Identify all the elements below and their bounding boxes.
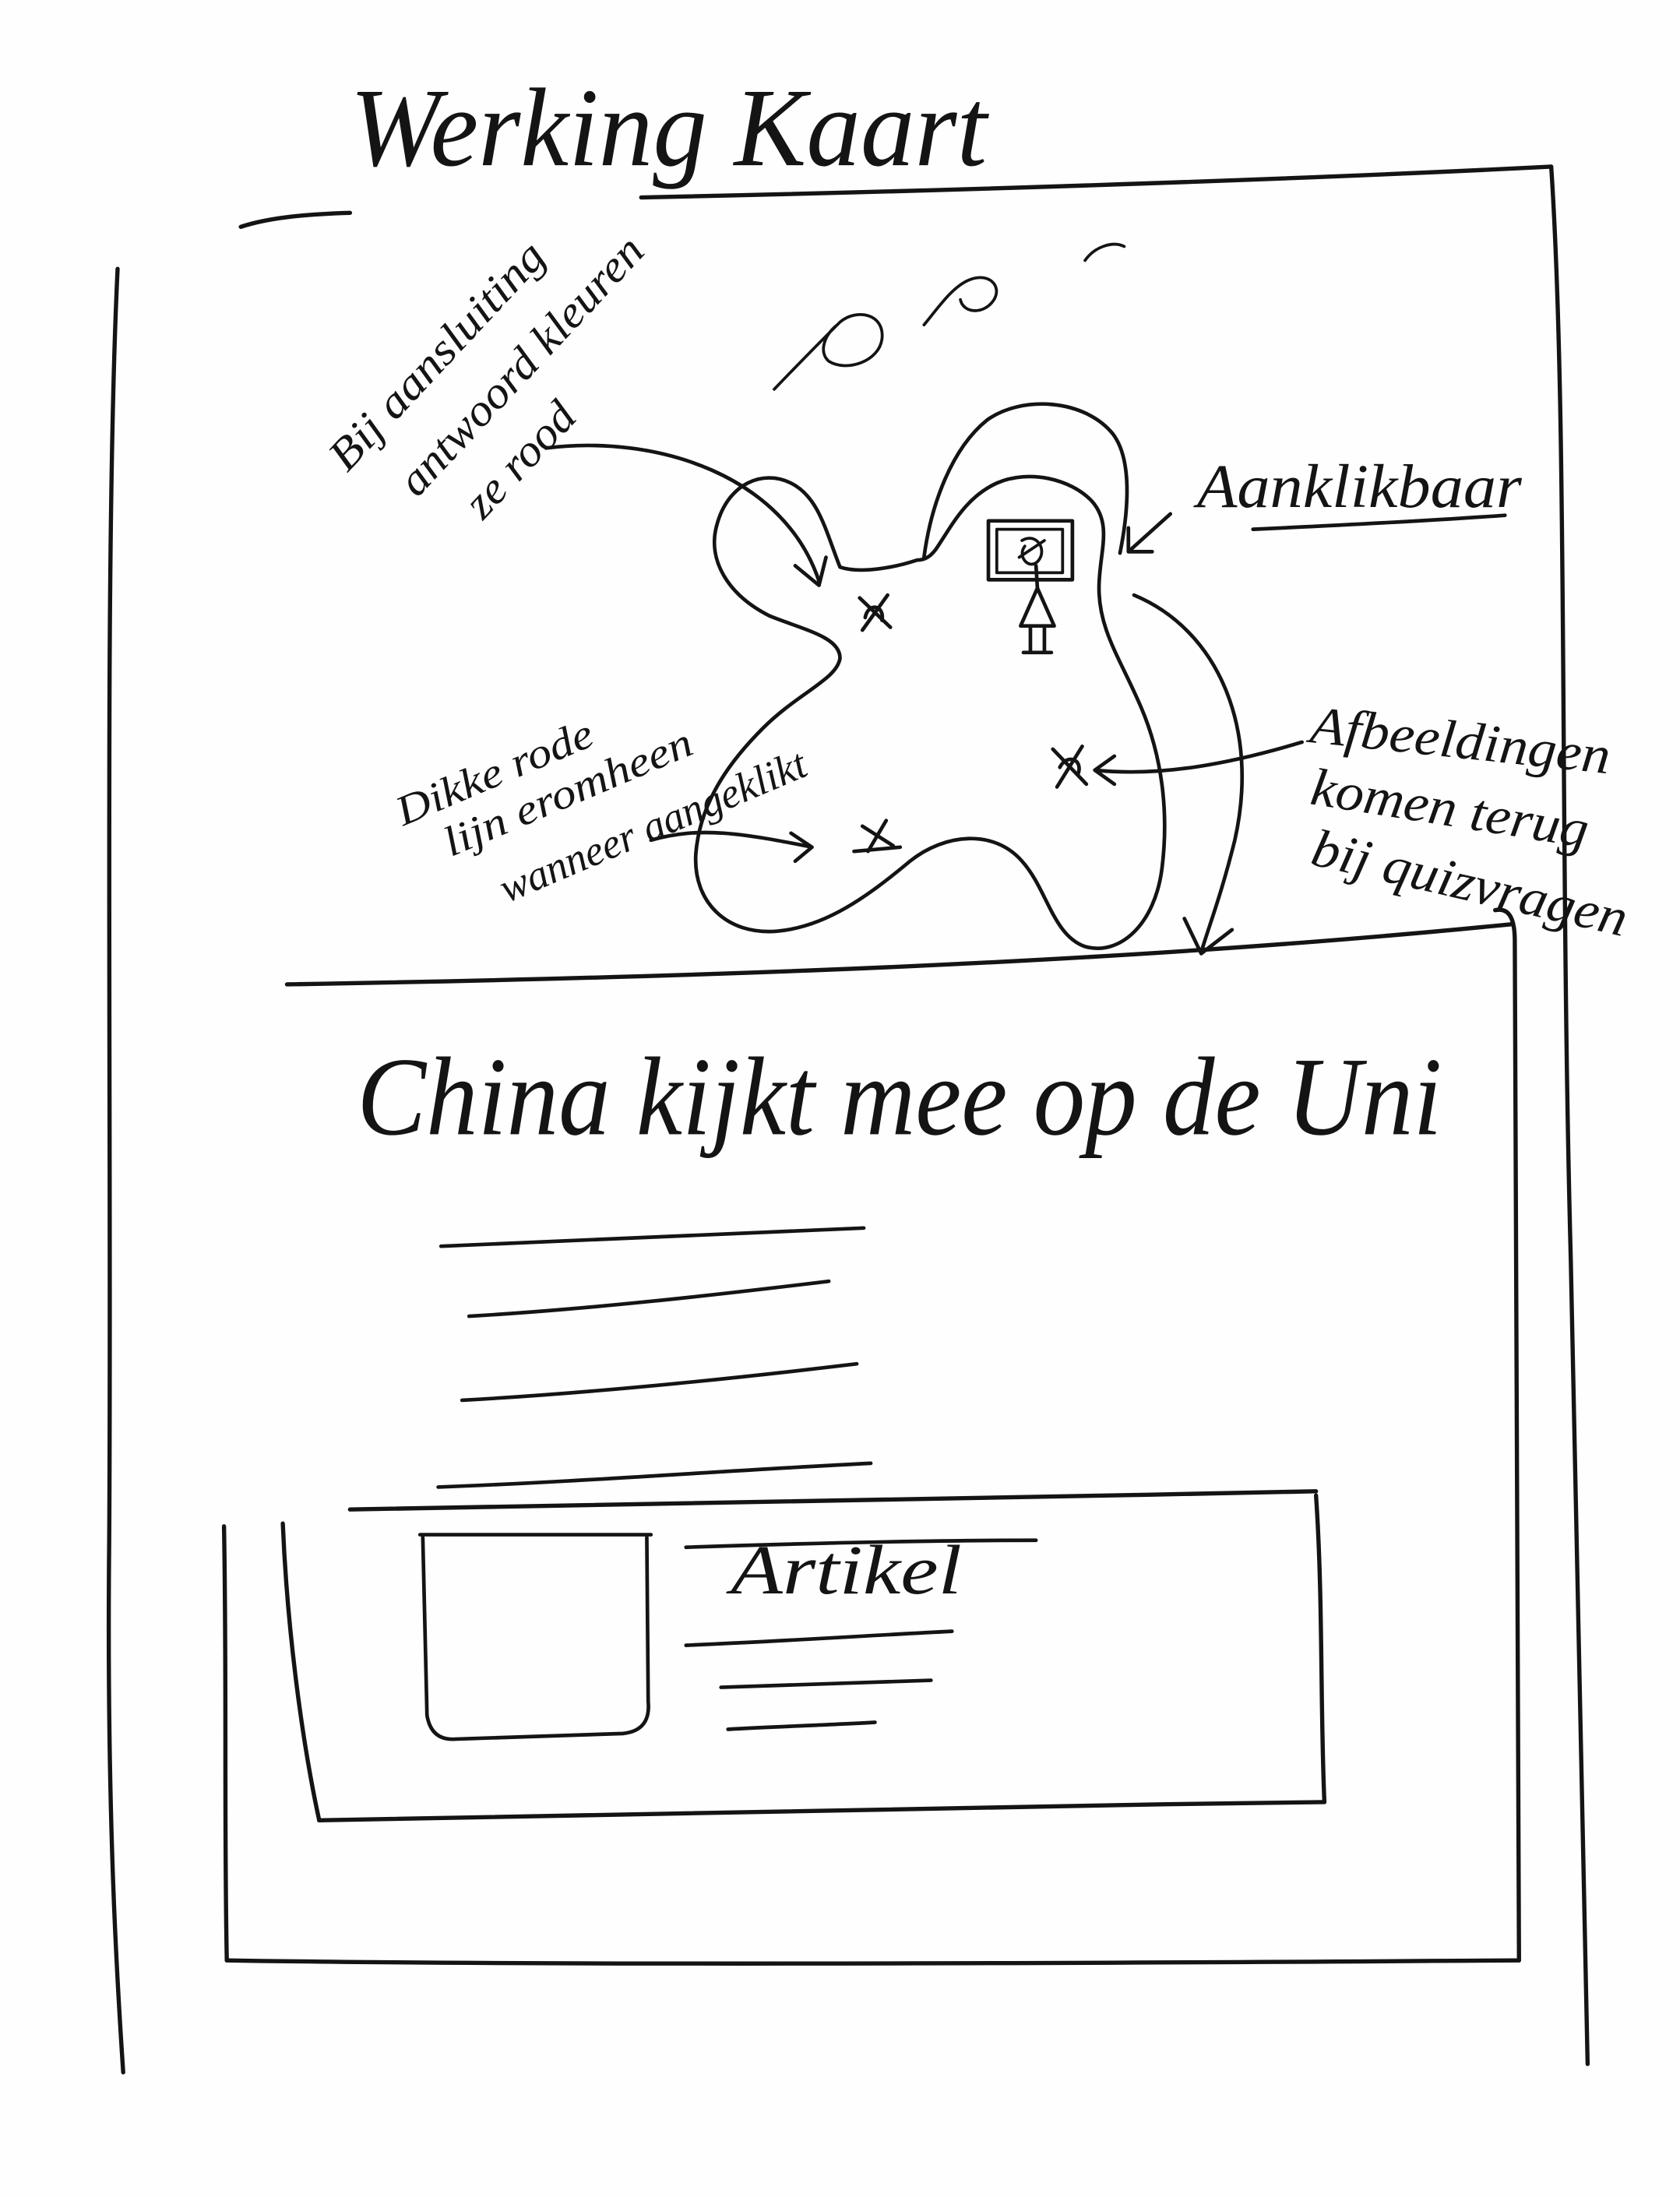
card-top [347,1489,1319,1512]
map-marker[interactable] [858,593,893,632]
annotation-label: Aanklikbaar [1193,453,1523,521]
frame-right [1548,164,1590,2066]
article-heading: China kijkt mee op de Uni [357,1035,1442,1159]
map-divider [284,921,1514,987]
text-line [684,1629,954,1647]
picture-frame-icon [986,519,1075,582]
map-outline [693,474,1167,950]
marker-cross-icon [858,593,893,632]
arrow [1126,512,1173,554]
inner-frame-right [1493,907,1521,1963]
text-line [719,1678,933,1689]
text-line [467,1279,831,1319]
annotation-afbeeldingen: Afbeeldingen komen terug bij quizvragen [1093,695,1633,948]
text-line [726,1720,877,1731]
annotation-underline [1251,513,1507,531]
annotation-aansluiting: Bij aansluiting antwoord kleuren ze rood [319,226,828,587]
card-bottom [317,1800,1326,1823]
page-frame [106,164,1590,2075]
marker-cross-icon [1051,744,1089,789]
inner-frame-left [221,1524,229,1963]
frame-top [639,164,1554,200]
island-shape [1083,242,1126,262]
frame-top-left-stroke [238,210,353,229]
annotation-aanklikbaar: Aanklikbaar [1126,453,1523,554]
arrow [1132,593,1245,956]
text-line [460,1361,859,1403]
picture-marker[interactable] [986,519,1075,655]
island-shape [922,276,998,327]
article-body-placeholder [436,1226,873,1489]
arrow [649,830,814,864]
card-title-bar [684,1538,1038,1550]
page-title: Werking Kaart [350,66,989,190]
text-line [436,1461,873,1489]
article-card[interactable]: Artikel [280,1489,1327,1823]
arrow [544,443,828,587]
map-islands [773,242,1126,391]
picture-frame-inner [995,527,1065,575]
person-icon [1019,564,1056,655]
map [693,402,1167,950]
map-region-highlight-outline [922,402,1129,559]
text-line [438,1226,866,1248]
card-right [1313,1493,1327,1804]
card-title: Artikel [726,1532,962,1609]
card-left [280,1521,322,1823]
arrow [1093,740,1305,787]
content-frame [221,907,1521,1966]
map-marker[interactable] [852,819,903,854]
frame-left [106,266,125,2075]
picture-scribble-icon [1017,537,1046,566]
inner-frame-bottom [224,1958,1521,1966]
image-placeholder [417,1533,653,1741]
map-marker[interactable] [1051,744,1089,789]
island-shape [773,313,884,391]
marker-cross-icon [852,819,903,854]
